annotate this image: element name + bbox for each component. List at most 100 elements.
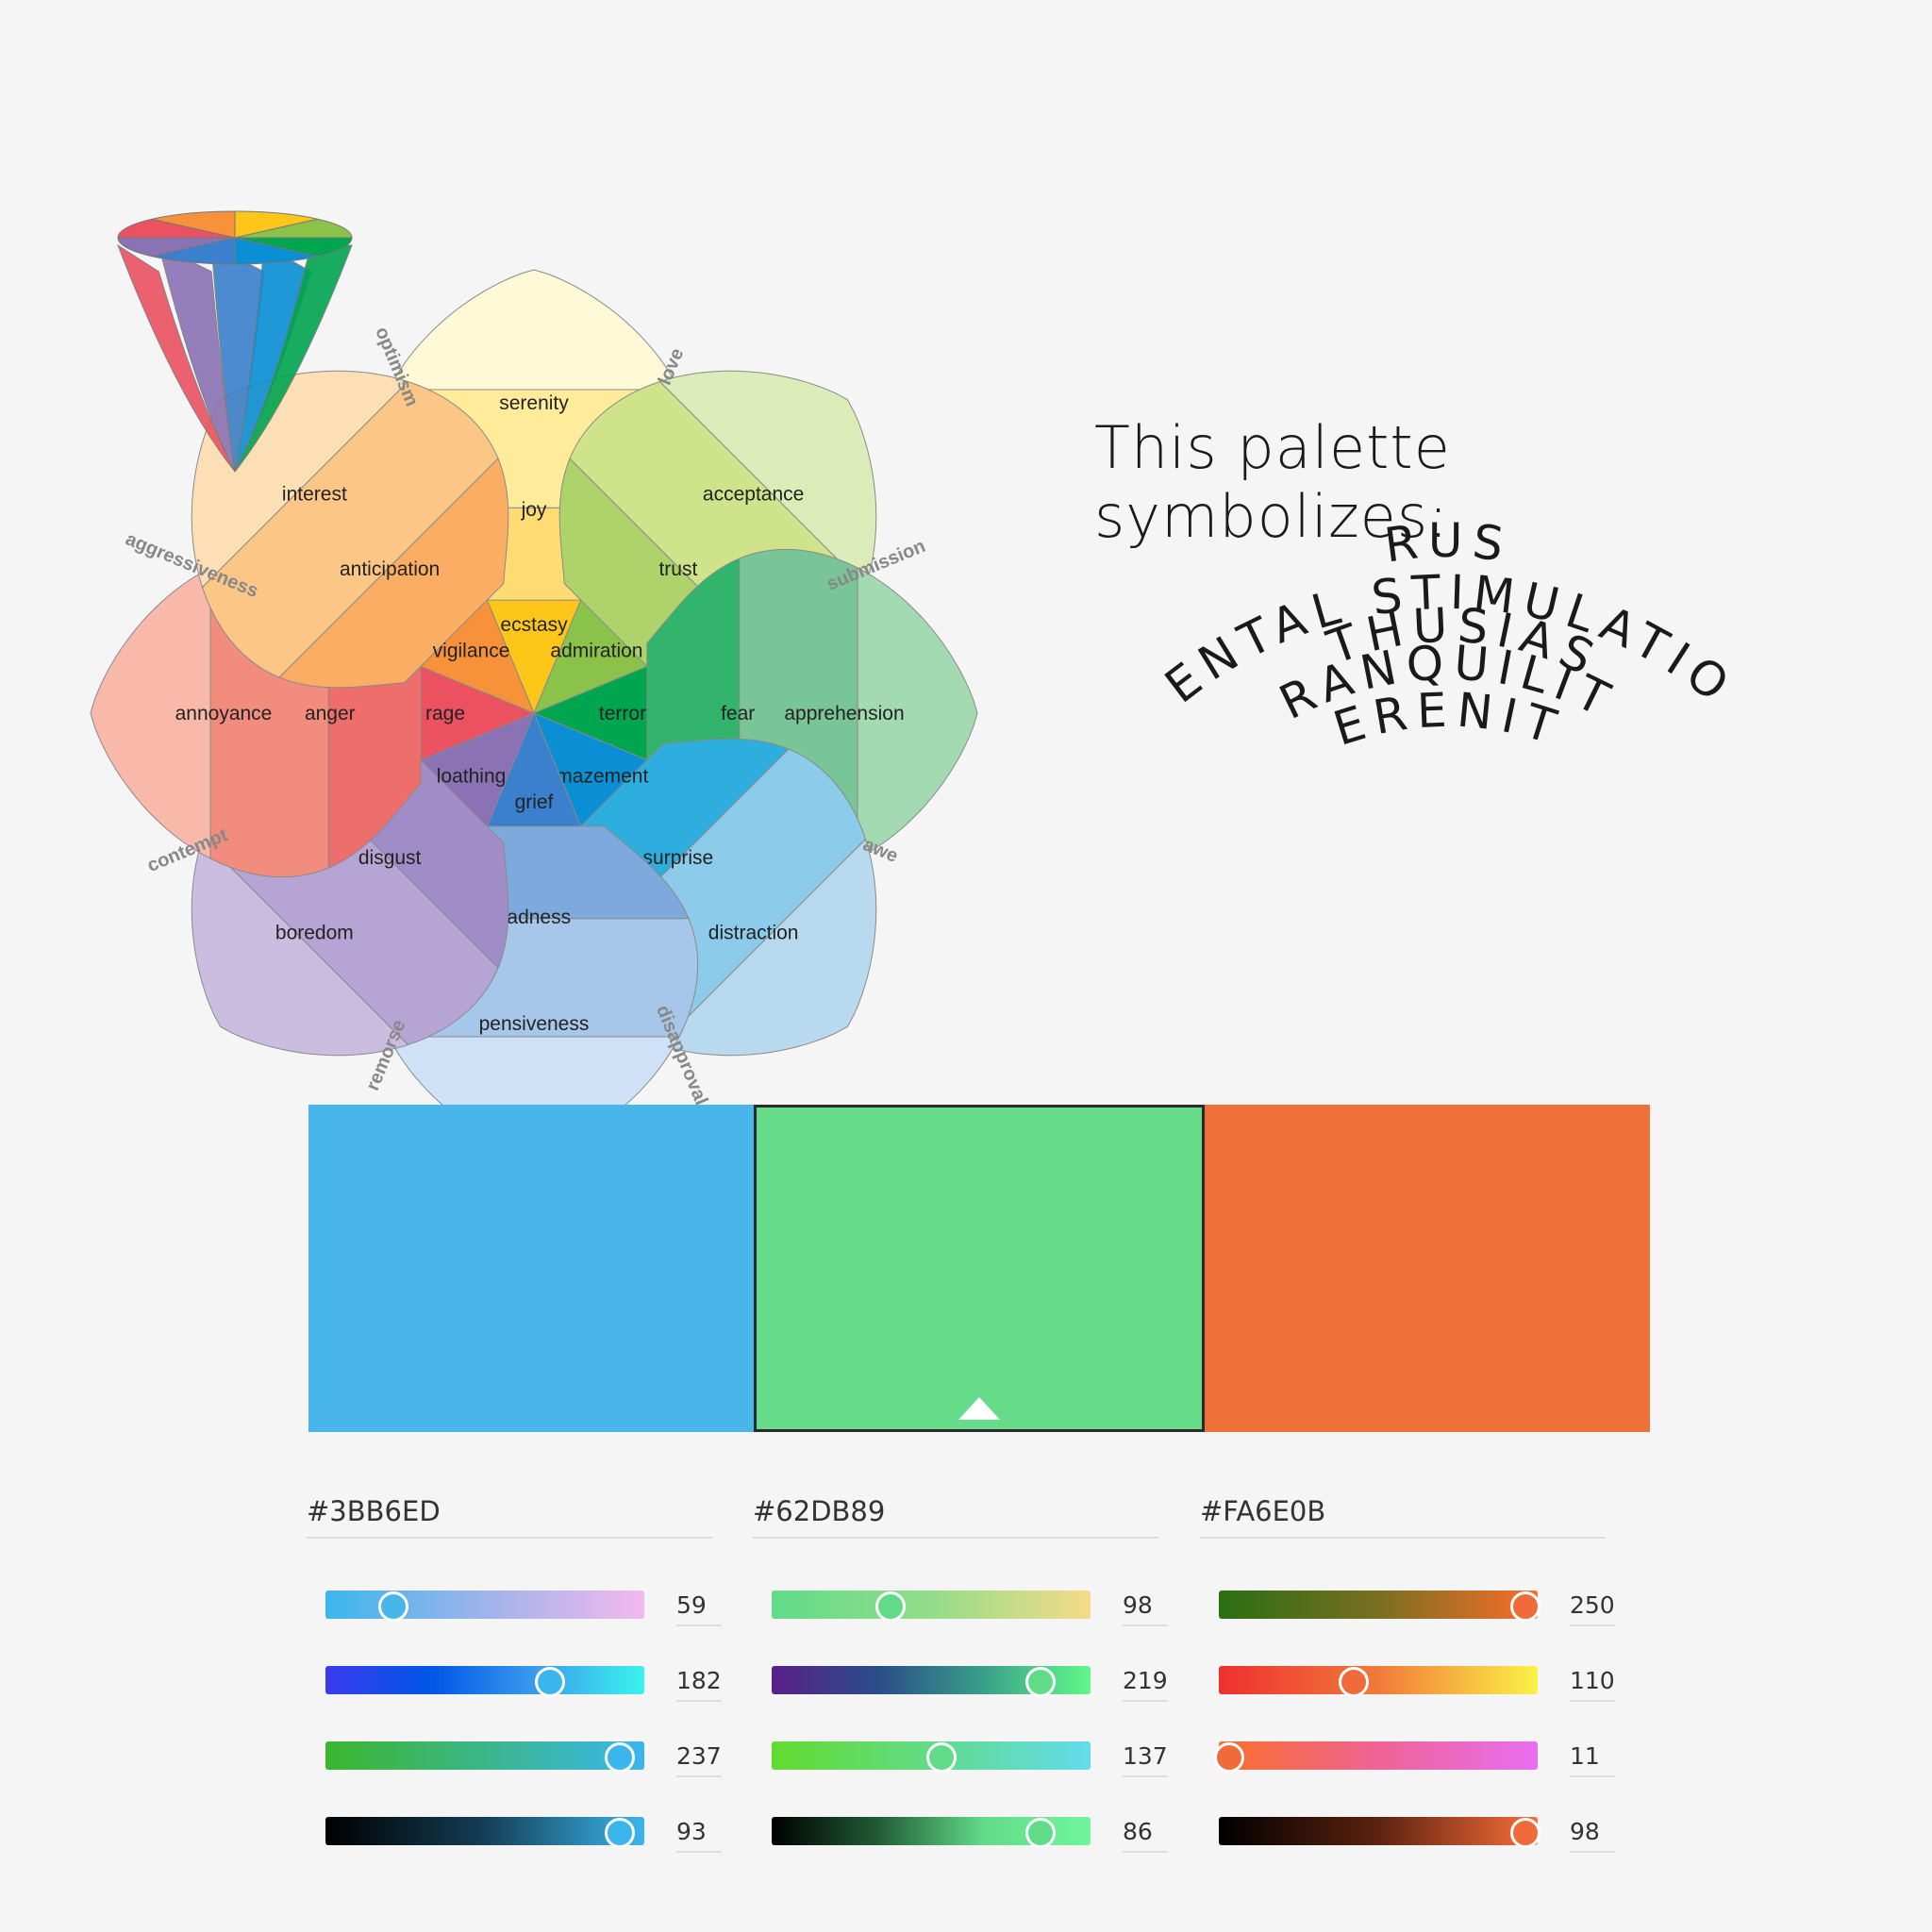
- emotion-label-pensiveness: pensiveness: [479, 1013, 590, 1035]
- channel-slider-row: 182: [325, 1666, 722, 1702]
- slider-handle[interactable]: [1024, 1818, 1056, 1848]
- color-column-3: #FA6E0B 250 110 11 98: [1200, 1495, 1615, 1853]
- emotion-label-surprise: surprise: [643, 847, 714, 869]
- symbol-word: TRUST: [1075, 509, 1515, 574]
- channel-value[interactable]: 86: [1123, 1818, 1168, 1853]
- channel-value[interactable]: 237: [676, 1742, 722, 1777]
- cone-top-slice: [234, 210, 318, 239]
- channel-slider-row: 11: [1214, 1741, 1615, 1777]
- emotion-label-distraction: distraction: [708, 923, 799, 944]
- emotion-label-fear: fear: [721, 703, 755, 724]
- channel-value[interactable]: 93: [676, 1818, 722, 1853]
- emotion-label-rage: rage: [425, 703, 465, 724]
- channel-slider-track[interactable]: [1219, 1817, 1541, 1848]
- symbolized-words: TRUSTMENTAL STIMULATIONENTHUSIASMTRANQUI…: [1075, 509, 1737, 757]
- petal-band-disgust-3: [191, 838, 409, 1057]
- hex-code-field[interactable]: #3BB6ED: [307, 1495, 712, 1539]
- channel-slider-track[interactable]: [772, 1666, 1091, 1697]
- petal-band-sadness-3: [388, 1036, 680, 1113]
- slider-handle[interactable]: [875, 1591, 907, 1622]
- slider-handle[interactable]: [1214, 1742, 1245, 1773]
- emotion-label-serenity: serenity: [499, 392, 569, 414]
- emotion-label-admiration: admiration: [550, 641, 642, 662]
- emotion-label-apprehension: apprehension: [784, 703, 904, 724]
- selected-indicator-icon: [958, 1397, 1000, 1420]
- channel-slider-track[interactable]: [325, 1666, 644, 1697]
- slider-handle[interactable]: [1338, 1667, 1369, 1697]
- channel-slider-row: 98: [772, 1591, 1168, 1626]
- petal-anticipation: vigilance anticipation interest: [191, 370, 535, 714]
- emotion-cone: [116, 210, 353, 473]
- cone-top-slice: [117, 218, 236, 239]
- petal-band-anger-3: [90, 567, 211, 859]
- channel-value[interactable]: 11: [1570, 1742, 1615, 1777]
- channel-slider-track[interactable]: [1219, 1591, 1541, 1622]
- slider-handle[interactable]: [604, 1742, 635, 1773]
- emotion-label-loathing: loathing: [437, 765, 507, 787]
- channel-slider-row: 59: [325, 1591, 722, 1626]
- channel-slider-track[interactable]: [772, 1591, 1091, 1622]
- channel-slider-row: 219: [772, 1666, 1168, 1702]
- cone-top-slice: [152, 210, 236, 239]
- color-swatch-3[interactable]: [1205, 1105, 1650, 1432]
- palette-swatches: [308, 1105, 1650, 1432]
- slider-handle[interactable]: [1510, 1818, 1541, 1848]
- slider-handle[interactable]: [377, 1591, 408, 1622]
- emotion-wheel: ecstasyjoyserenityadmirationtrustaccepta…: [90, 210, 978, 1113]
- petal-band-joy-3: [388, 269, 680, 391]
- slider-handle[interactable]: [1510, 1591, 1541, 1622]
- channel-slider-row: 93: [325, 1817, 722, 1853]
- channel-slider-track[interactable]: [1219, 1666, 1538, 1697]
- channel-slider-track[interactable]: [325, 1817, 644, 1848]
- emotion-label-anger: anger: [305, 703, 356, 724]
- channel-slider-row: 86: [772, 1817, 1168, 1853]
- channel-value[interactable]: 137: [1123, 1742, 1168, 1777]
- channel-value[interactable]: 110: [1570, 1667, 1615, 1702]
- color-swatch-2[interactable]: [754, 1105, 1205, 1432]
- emotion-label-trust: trust: [658, 558, 697, 580]
- channel-value[interactable]: 59: [676, 1591, 722, 1626]
- palette-headline: This palette symbolizes:: [1094, 413, 1451, 551]
- channel-slider-track[interactable]: [772, 1817, 1091, 1848]
- channel-slider-row: 237: [325, 1741, 722, 1777]
- channel-slider-track[interactable]: [1214, 1741, 1538, 1773]
- hex-code-field[interactable]: #62DB89: [753, 1495, 1158, 1539]
- channel-value[interactable]: 98: [1570, 1818, 1615, 1853]
- emotion-label-joy: joy: [521, 499, 547, 521]
- channel-slider-row: 137: [772, 1741, 1168, 1777]
- cone-top-slice: [234, 237, 353, 258]
- channel-slider-row: 110: [1219, 1666, 1615, 1702]
- channel-value[interactable]: 182: [676, 1667, 722, 1702]
- petal-band-fear-3: [857, 567, 978, 859]
- channel-slider-track[interactable]: [325, 1741, 644, 1773]
- slider-handle[interactable]: [534, 1667, 565, 1697]
- emotion-label-grief: grief: [515, 791, 554, 813]
- color-column-1: #3BB6ED 59 182 237 93: [307, 1495, 722, 1853]
- emotion-label-vigilance: vigilance: [433, 641, 510, 662]
- channel-value[interactable]: 250: [1570, 1591, 1615, 1626]
- cone-top-slice: [234, 237, 318, 265]
- emotion-label-disgust: disgust: [358, 847, 422, 869]
- emotion-label-annoyance: annoyance: [175, 703, 273, 724]
- channel-slider-row: 98: [1219, 1817, 1615, 1853]
- emotion-label-boredom: boredom: [275, 923, 354, 944]
- petal-band-surprise-3: [658, 838, 877, 1057]
- channel-slider-row: 250: [1219, 1591, 1615, 1626]
- emotion-label-anticipation: anticipation: [340, 558, 440, 580]
- slider-handle[interactable]: [1024, 1667, 1056, 1697]
- cone-top-slice: [117, 237, 236, 258]
- channel-value[interactable]: 98: [1123, 1591, 1168, 1626]
- petal-band-trust-3: [658, 370, 877, 589]
- channel-value[interactable]: 219: [1123, 1667, 1168, 1702]
- hex-code-field[interactable]: #FA6E0B: [1200, 1495, 1606, 1539]
- emotion-label-terror: terror: [599, 703, 646, 724]
- cone-top-slice: [234, 218, 353, 239]
- channel-slider-track[interactable]: [772, 1741, 1091, 1773]
- channel-slider-track[interactable]: [325, 1591, 644, 1622]
- slider-handle[interactable]: [926, 1742, 958, 1773]
- slider-handle[interactable]: [604, 1818, 635, 1848]
- emotion-label-interest: interest: [282, 483, 347, 505]
- color-swatch-1[interactable]: [308, 1105, 754, 1432]
- emotion-label-ecstasy: ecstasy: [500, 614, 568, 636]
- emotion-label-sadness: sadness: [497, 907, 571, 928]
